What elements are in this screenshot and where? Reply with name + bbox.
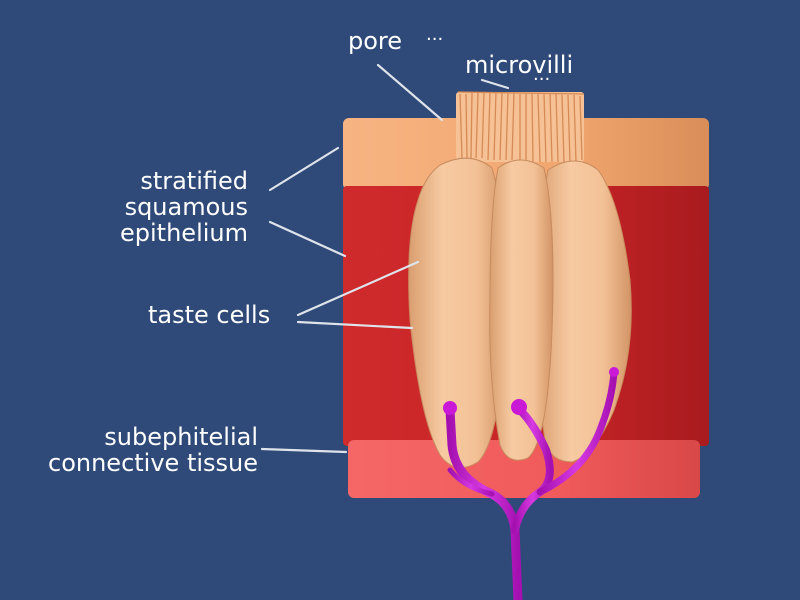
leader-lines — [260, 63, 510, 454]
microvilli-dots-text: ... — [533, 64, 551, 85]
taste-cells — [408, 157, 632, 469]
stratified-leader-line-2 — [268, 220, 347, 258]
taste-cell-middle — [489, 159, 554, 461]
taste-cells-label: taste cells — [148, 302, 270, 328]
nerve-fibers — [445, 368, 618, 600]
pore-leader-line — [376, 63, 444, 122]
stratified-squamous-epithelium-label: stratified squamous epithelium — [100, 168, 248, 246]
pore-dots-text: ... — [426, 24, 444, 45]
stratified-label-line1: stratified — [140, 167, 248, 195]
taste-cells-leader-line-1 — [296, 260, 420, 317]
microvilli-label: microvilli — [465, 52, 573, 78]
pore-dots-label: ... — [426, 22, 443, 48]
stratified-leader-line-1 — [268, 146, 340, 192]
nerve-ends — [443, 367, 619, 415]
subepithelial-connective-tissue-label: subephitelial connective tissue — [30, 424, 258, 476]
subepithelial-leader-line — [260, 447, 348, 454]
microvilli-dots-label: ... — [533, 62, 550, 88]
pore-label: pore — [348, 28, 402, 54]
subepithelial-connective-tissue-layer — [348, 440, 700, 498]
stratified-label-line2: squamous — [124, 193, 248, 221]
taste-cells-leader-line-2 — [296, 320, 414, 330]
pore-label-text: pore — [348, 27, 403, 55]
stratified-label-line3: epithelium — [120, 219, 248, 247]
subepithelial-label-line2: connective tissue — [48, 449, 258, 477]
taste-cells-label-text: taste cells — [148, 301, 271, 329]
microvilli-leader-line — [480, 78, 510, 90]
subepithelial-label-line1: subephitelial — [104, 423, 258, 451]
microvilli — [456, 91, 585, 163]
microvilli-label-text: microvilli — [465, 51, 574, 79]
